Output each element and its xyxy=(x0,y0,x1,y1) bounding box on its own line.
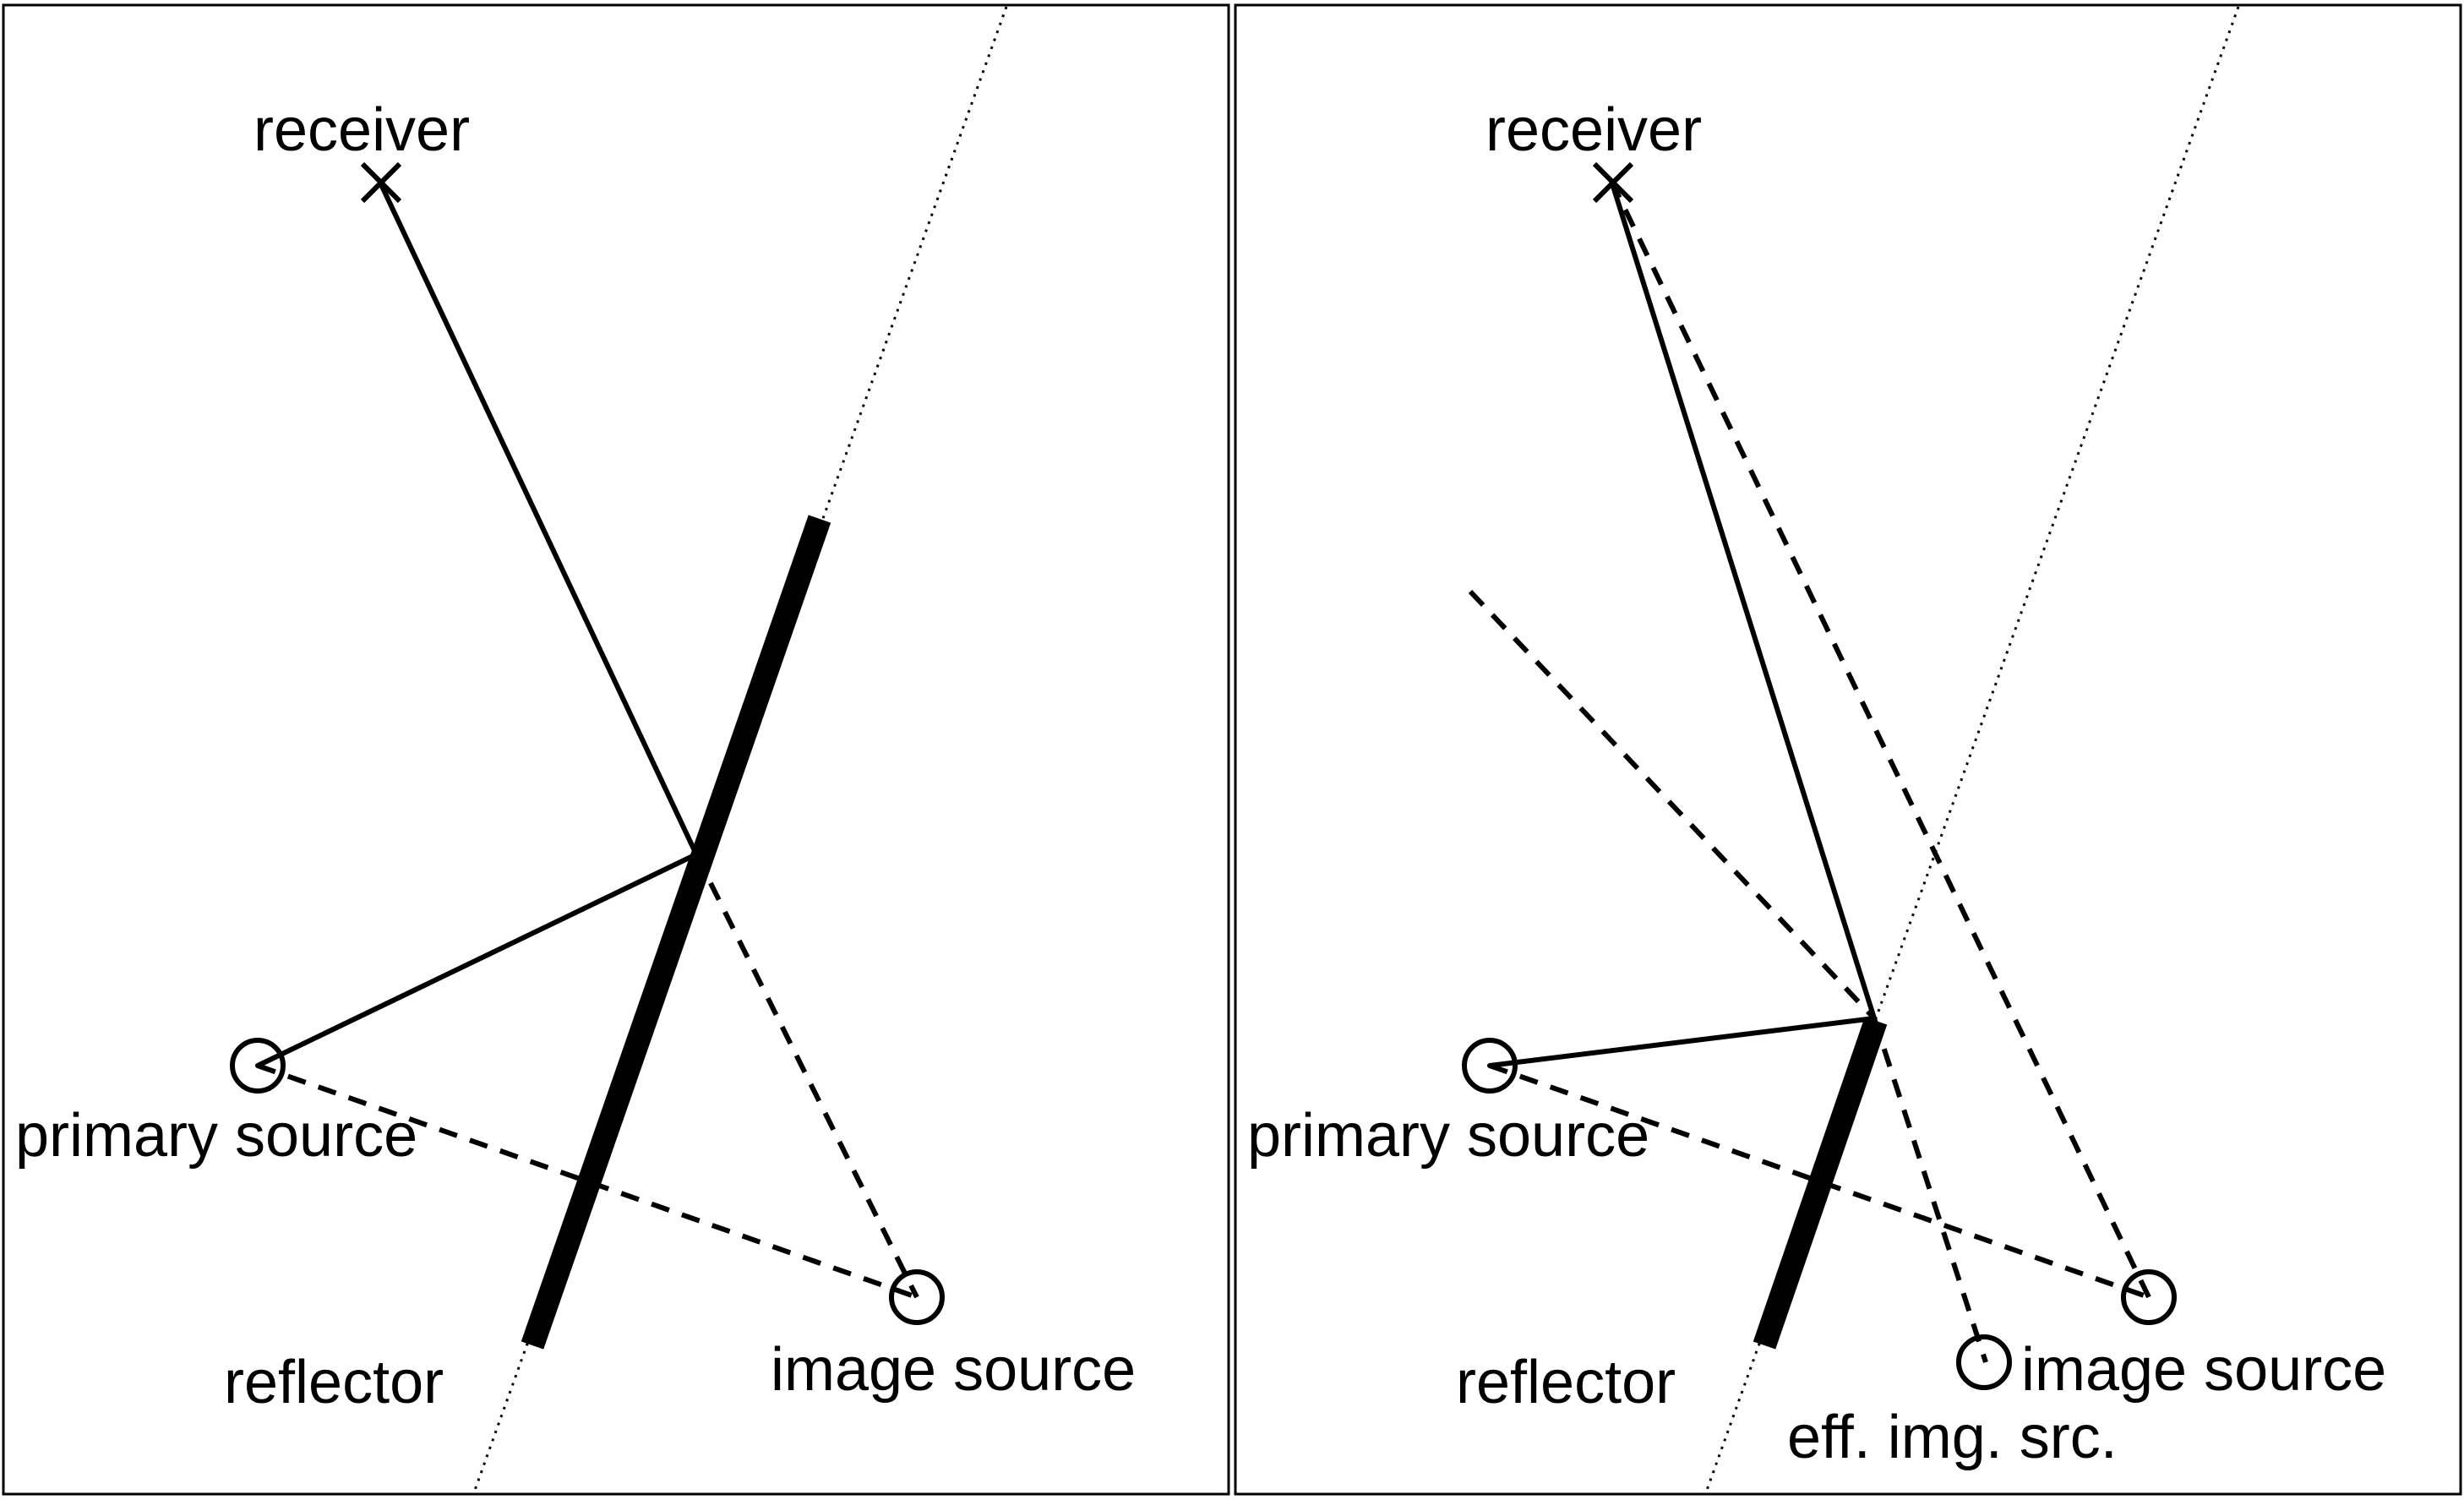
reflected-ray xyxy=(1609,178,1877,1021)
left-panel: receiver primary source reflector image … xyxy=(2,3,1230,1496)
receiver-label: receiver xyxy=(1485,96,1702,164)
primary-to-image-source-line xyxy=(1489,1063,2150,1300)
image-source-marker xyxy=(889,1269,945,1325)
reflector-label: reflector xyxy=(1456,1349,1676,1416)
receiver-marker xyxy=(1592,161,1634,204)
primary-source-marker xyxy=(230,1038,286,1094)
reflector-extension-line xyxy=(1704,6,2240,1493)
edge-to-effective-image-source-line xyxy=(1872,1017,1988,1363)
reflected-ray xyxy=(377,178,699,857)
right-panel: receiver primary source reflector image … xyxy=(1234,3,2462,1496)
edge-diffraction-line xyxy=(1468,589,1877,1021)
primary-source-label: primary source xyxy=(1247,1102,1649,1170)
reflector xyxy=(1753,1017,1888,1350)
reflector xyxy=(521,515,831,1350)
image-source-label: image source xyxy=(771,1336,1136,1404)
image-source-marker xyxy=(2121,1269,2177,1325)
receiver-label: receiver xyxy=(253,96,470,164)
incident-ray xyxy=(255,852,699,1068)
right-panel-frame xyxy=(1234,3,2462,1496)
reflector-extension-line xyxy=(472,6,1008,1493)
incident-ray xyxy=(1487,1016,1877,1068)
primary-source-label: primary source xyxy=(15,1102,417,1170)
receiver-marker xyxy=(360,161,402,204)
primary-source-marker xyxy=(1462,1038,1518,1094)
primary-to-image-source-line xyxy=(257,1063,918,1300)
reflection-to-image-source-line xyxy=(694,853,919,1299)
image-source-label: image source xyxy=(2021,1336,2386,1404)
left-panel-frame xyxy=(2,3,1230,1496)
receiver-to-image-source-line xyxy=(1609,179,2151,1299)
effective-image-source-label: eff. img. src. xyxy=(1787,1404,2118,1471)
reflector-label: reflector xyxy=(224,1349,444,1416)
effective-image-source-marker xyxy=(1956,1334,2012,1390)
